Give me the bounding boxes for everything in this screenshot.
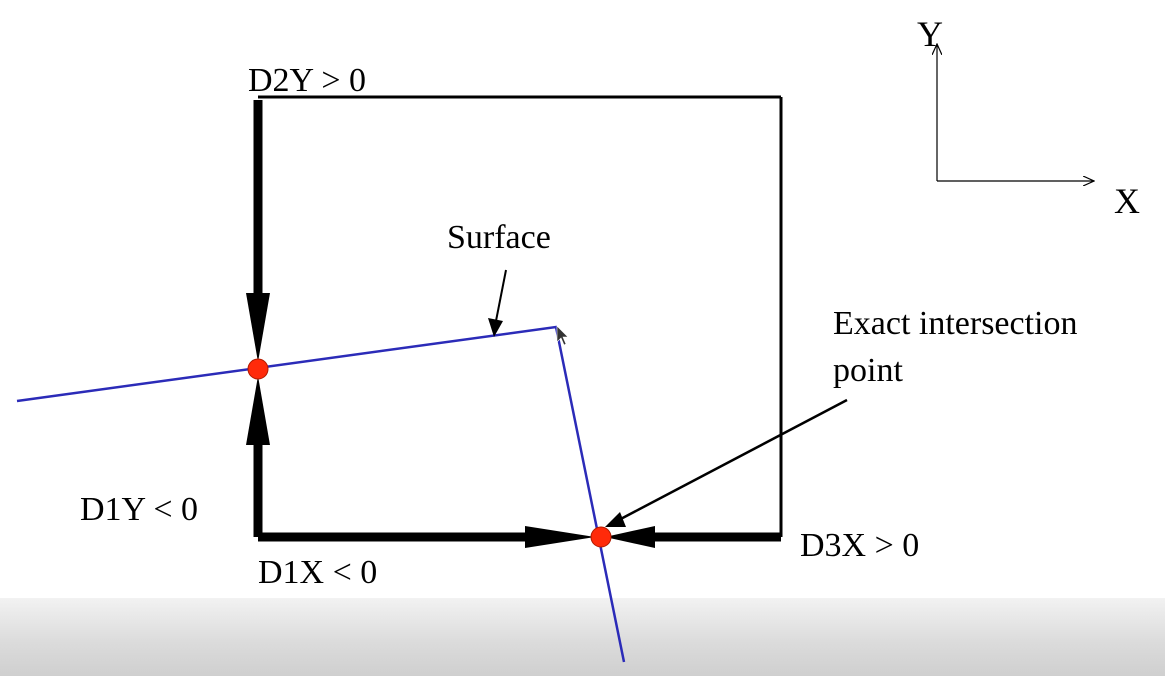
bottom-band <box>0 598 1165 676</box>
d2y-label: D2Y > 0 <box>248 62 366 99</box>
intersection-point-bottom <box>590 526 612 548</box>
exact-intersection-label-line2: point <box>833 352 903 389</box>
d1x-arrowhead <box>525 526 595 548</box>
surface-label: Surface <box>447 219 551 256</box>
surface-line <box>16 325 626 663</box>
exact-point-pointer-arrow <box>614 398 848 524</box>
d1y-arrowhead <box>246 376 270 445</box>
axis-y-label: Y <box>917 14 943 54</box>
axis-x-label: X <box>1114 181 1140 221</box>
d1y-label: D1Y < 0 <box>80 491 198 528</box>
d2y-arrowhead <box>246 293 270 362</box>
d3x-arrowhead <box>605 526 655 548</box>
d1x-label: D1X < 0 <box>258 554 377 591</box>
surface-pointer-arrowhead <box>488 318 503 337</box>
intersection-point-left <box>247 358 269 380</box>
exact-point-pointer-arrowhead <box>605 512 626 527</box>
exact-intersection-label-line1: Exact intersection <box>833 305 1078 342</box>
d3x-label: D3X > 0 <box>800 527 919 564</box>
mouse-cursor-icon <box>556 325 569 346</box>
surface-pointer-arrow <box>494 269 507 327</box>
